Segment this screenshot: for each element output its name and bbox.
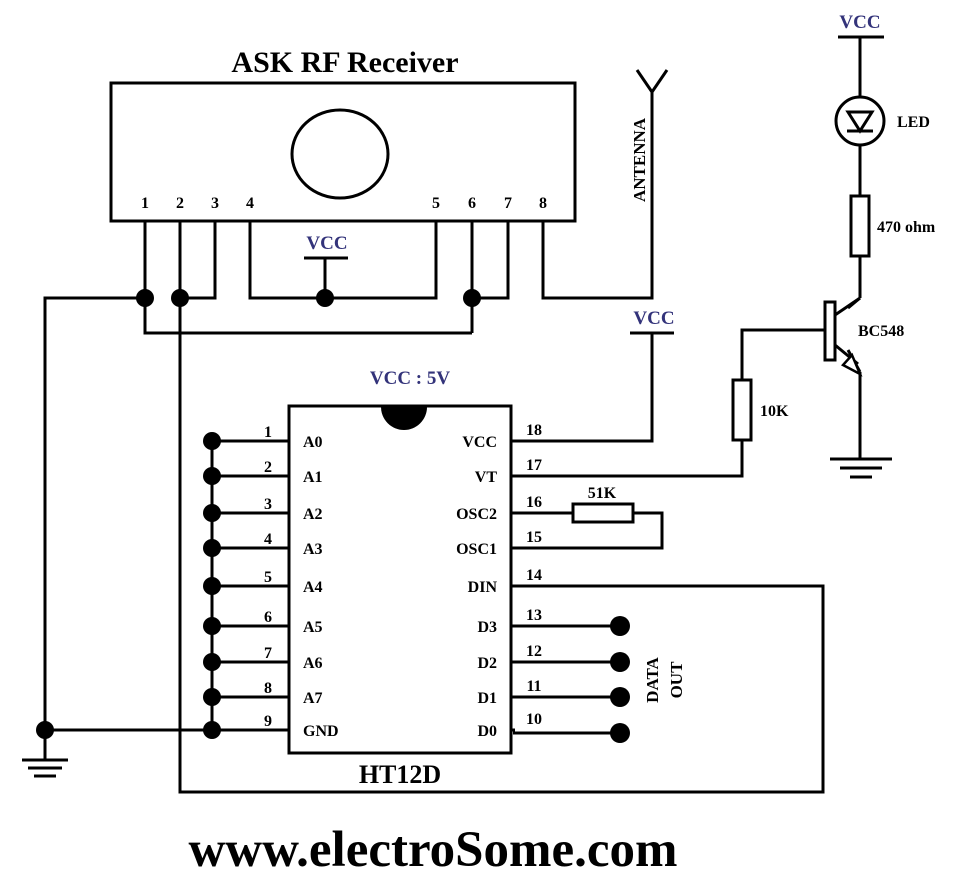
left-pin-number: 3	[264, 496, 272, 513]
led-resistor-label: 470 ohm	[877, 219, 936, 236]
junction-dot	[136, 289, 154, 307]
receiver-pin-4: 4	[246, 195, 254, 212]
left-pin-number: 4	[264, 531, 272, 548]
right-pin-number: 14	[526, 567, 542, 584]
left-pin-name: GND	[303, 723, 339, 740]
data-out-label-line1: DATA	[643, 656, 662, 702]
indicator-vcc-label: VCC	[839, 12, 880, 33]
led-label: LED	[897, 114, 930, 131]
transistor-label: BC548	[858, 323, 904, 340]
junction-dot	[36, 721, 54, 739]
left-pin-name: A7	[303, 690, 323, 707]
receiver-pin-3: 3	[211, 195, 219, 212]
right-pin-name: D3	[477, 619, 497, 636]
receiver-wiring	[143, 69, 669, 335]
receiver-pin-7: 7	[504, 195, 512, 212]
junction-dot	[203, 721, 221, 739]
footer-website: www.electroSome.com	[188, 822, 677, 878]
receiver-title: ASK RF Receiver	[231, 46, 458, 79]
right-pin-number: 18	[526, 422, 542, 439]
data-out-terminal-d0	[610, 723, 630, 743]
junction-dot	[203, 617, 221, 635]
junction-dot	[316, 289, 334, 307]
left-pin-name: A5	[303, 619, 323, 636]
ic-notch	[381, 407, 427, 430]
junction-dot	[203, 577, 221, 595]
left-pin-name: A0	[303, 434, 323, 451]
junction-dot	[203, 467, 221, 485]
right-pin-number: 10	[526, 711, 542, 728]
left-pin-number: 8	[264, 680, 272, 697]
right-pin-name: D2	[477, 655, 497, 672]
right-pin-name: VT	[475, 469, 498, 486]
right-pin-number: 13	[526, 607, 542, 624]
right-pin-name: OSC1	[456, 541, 497, 558]
junction-dot	[171, 289, 189, 307]
led-resistor	[849, 194, 871, 258]
decoder-name: HT12D	[359, 760, 441, 789]
decoder-vcc-label: VCC	[633, 308, 674, 329]
left-pin-name: A2	[303, 506, 323, 523]
junction-dot	[203, 432, 221, 450]
right-pin-name: D1	[477, 690, 497, 707]
receiver-pin-8: 8	[539, 195, 547, 212]
left-pin-number: 5	[264, 569, 272, 586]
right-pin-name: OSC2	[456, 506, 497, 523]
right-pin-number: 12	[526, 643, 542, 660]
receiver-pin-2: 2	[176, 195, 184, 212]
osc-resistor-label: 51K	[588, 485, 617, 502]
receiver-pin-1: 1	[141, 195, 149, 212]
data-output-wiring	[513, 624, 620, 735]
ground-wiring	[22, 296, 825, 794]
junction-dot	[203, 688, 221, 706]
right-pin-name: VCC	[462, 434, 497, 451]
left-pin-number: 7	[264, 645, 272, 662]
data-out-label-line2: OUT	[667, 661, 686, 699]
led	[834, 95, 886, 147]
left-pin-name: A1	[303, 469, 323, 486]
receiver-vcc-label: VCC	[306, 233, 347, 254]
receiver-crystal-circle	[290, 108, 390, 200]
junction-dot	[203, 504, 221, 522]
junction-dot	[203, 539, 221, 557]
indicator-wiring	[513, 35, 892, 479]
right-pin-number: 15	[526, 529, 542, 546]
right-pin-name: D0	[477, 723, 497, 740]
right-pin-name: DIN	[468, 579, 498, 596]
antenna-label: ANTENNA	[630, 117, 649, 202]
left-pin-number: 6	[264, 609, 272, 626]
osc-resistor	[571, 502, 635, 524]
left-pin-name: A6	[303, 655, 323, 672]
receiver-pin-6: 6	[468, 195, 476, 212]
decoder-ic-body	[287, 404, 513, 755]
left-pin-number: 2	[264, 459, 272, 476]
base-resistor	[731, 378, 753, 442]
decoder-vcc-wiring	[513, 331, 674, 443]
bc548-transistor	[823, 296, 863, 377]
junction-dot	[203, 653, 221, 671]
base-resistor-label: 10K	[760, 403, 789, 420]
left-pin-name: A3	[303, 541, 323, 558]
receiver-module-body	[109, 81, 577, 223]
junction-dot	[463, 289, 481, 307]
left-pin-number: 9	[264, 713, 272, 730]
left-pin-name: A4	[303, 579, 323, 596]
data-out-terminal-d3	[610, 616, 630, 636]
left-pin-number: 1	[264, 424, 272, 441]
receiver-pin-5: 5	[432, 195, 440, 212]
oscillator-wiring	[513, 502, 664, 550]
data-out-terminal-d1	[610, 687, 630, 707]
right-pin-number: 16	[526, 494, 542, 511]
right-pin-number: 11	[526, 678, 541, 695]
data-out-terminal-d2	[610, 652, 630, 672]
right-pin-number: 17	[526, 457, 542, 474]
supply-voltage-label: VCC : 5V	[370, 368, 450, 389]
